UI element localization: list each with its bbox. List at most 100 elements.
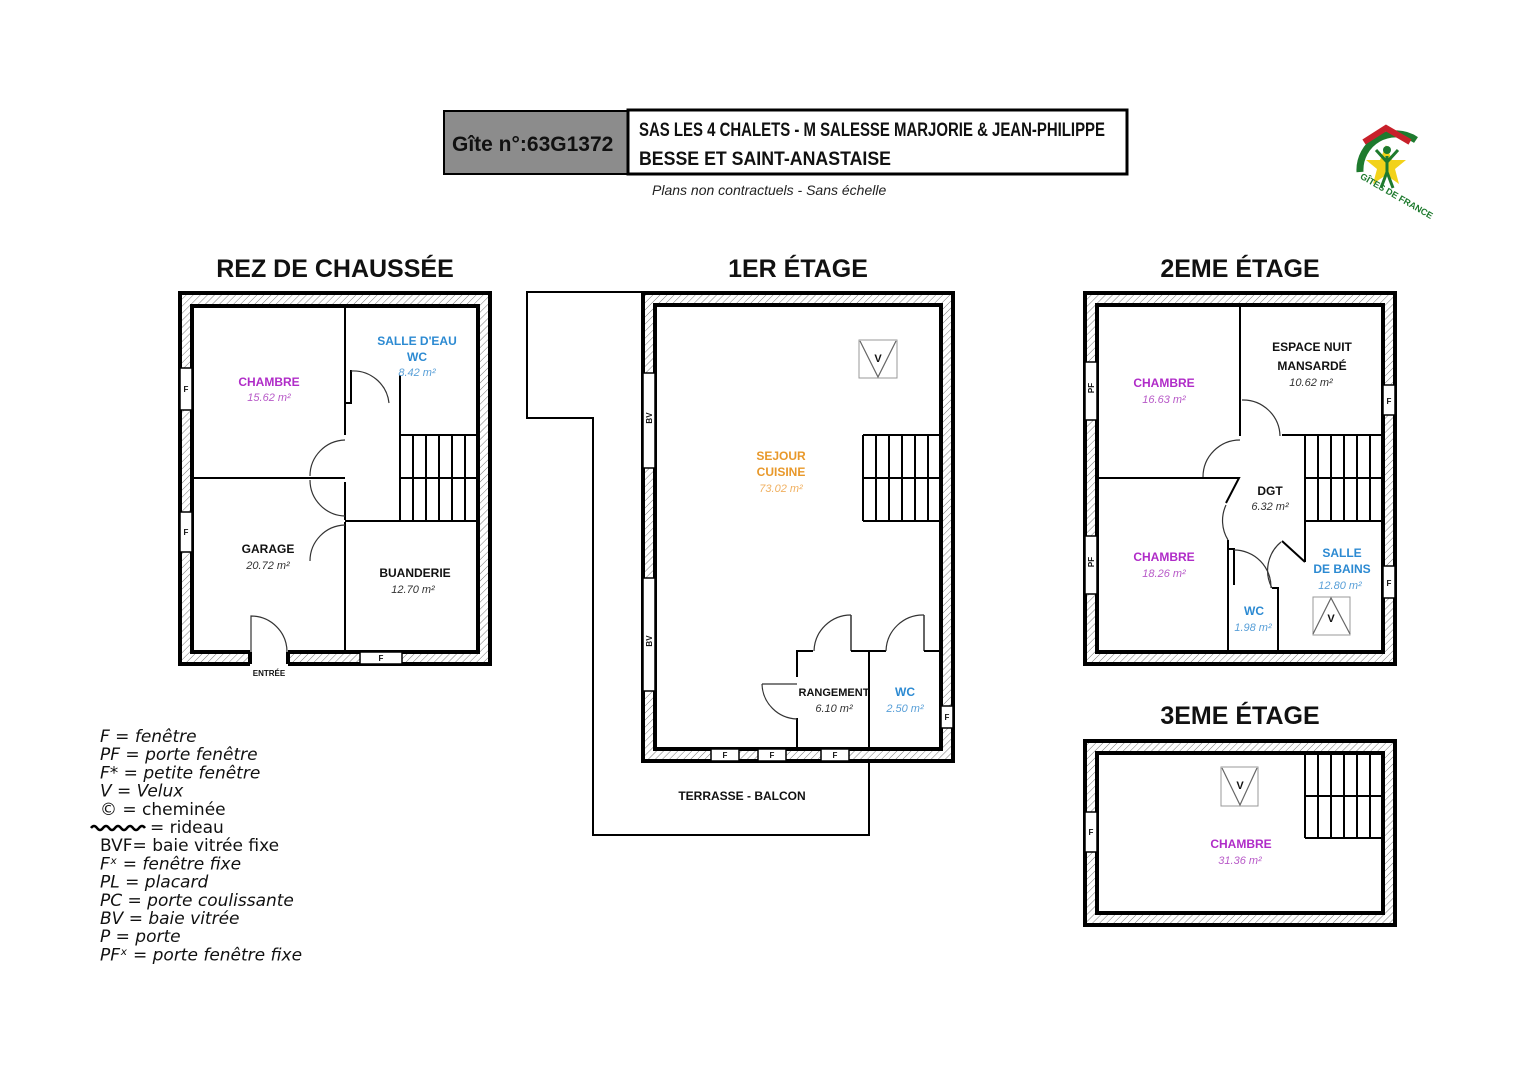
title-box bbox=[626, 108, 1129, 176]
room-name: WC bbox=[407, 350, 427, 364]
disclaimer: Plans non contractuels - Sans échelle bbox=[652, 182, 886, 198]
plan-2eme-etage: PF PF F F V CHAMBRE 16.63 m² ESPACE NUIT… bbox=[1083, 291, 1397, 666]
legend-item: BVF= baie vitrée fixe bbox=[100, 836, 279, 856]
terrace-label: TERRASSE - BALCON bbox=[678, 789, 805, 803]
svg-text:PF: PF bbox=[1087, 383, 1096, 393]
legend-item: P = porte bbox=[100, 927, 181, 947]
logo-person-icon bbox=[1374, 148, 1400, 189]
room-area: 31.36 m² bbox=[1218, 855, 1262, 867]
gite-number-box bbox=[443, 110, 629, 175]
svg-text:F: F bbox=[833, 751, 838, 760]
window-f bbox=[940, 705, 954, 729]
window-f bbox=[179, 367, 193, 411]
room-area: 8.42 m² bbox=[398, 367, 436, 379]
logo-roof-icon bbox=[1362, 124, 1412, 145]
plan-3eme-etage: F V CHAMBRE 31.36 m² bbox=[1083, 739, 1397, 927]
plan-title-rdc: REZ DE CHAUSSÉE bbox=[216, 254, 454, 283]
room-name: WC bbox=[895, 685, 915, 699]
legend-item: Fˣ = fenêtre fixe bbox=[100, 854, 241, 874]
svg-text:V: V bbox=[1327, 613, 1335, 625]
legend-item: = rideau bbox=[150, 818, 224, 838]
plan-title-1er: 1ER ÉTAGE bbox=[728, 254, 868, 283]
svg-text:F: F bbox=[1387, 397, 1392, 406]
staircase bbox=[1304, 752, 1383, 839]
plan-title-3eme: 3EME ÉTAGE bbox=[1160, 701, 1319, 730]
room-name: CHAMBRE bbox=[1133, 376, 1194, 390]
window-f bbox=[710, 748, 740, 762]
svg-text:F: F bbox=[1089, 828, 1094, 837]
room-area: 6.10 m² bbox=[815, 703, 853, 715]
legend-item: PL = placard bbox=[100, 873, 208, 893]
owner-title: SAS LES 4 CHALETS - M SALESSE MARJORIE &… bbox=[639, 120, 1105, 141]
header: Gîte n°:63G1372 SAS LES 4 CHALETS - M SA… bbox=[443, 108, 1129, 198]
plan-rdc: F F F ENTRÉE CHAMBRE 15.62 m² SALLE D'EA… bbox=[178, 291, 492, 678]
velux-icon bbox=[1312, 596, 1351, 636]
staircase bbox=[399, 434, 478, 522]
plan-1er-etage: BV BV F F F F V SEJOUR CUISINE 73.02 m² … bbox=[526, 291, 955, 836]
gites-de-france-logo: GÎTES DE FRANCE bbox=[1356, 124, 1435, 221]
room-area: 16.63 m² bbox=[1142, 394, 1186, 406]
svg-text:PF: PF bbox=[1087, 557, 1096, 567]
svg-text:F: F bbox=[184, 528, 189, 537]
legend-item: PC = porte coulissante bbox=[100, 891, 294, 911]
room-name: ESPACE NUIT bbox=[1272, 340, 1352, 354]
svg-text:F: F bbox=[1387, 579, 1392, 588]
legend-item: PFˣ = porte fenêtre fixe bbox=[100, 945, 302, 965]
gite-number: Gîte n°:63G1372 bbox=[452, 133, 613, 156]
room-area: 10.62 m² bbox=[1289, 377, 1333, 389]
velux-icon bbox=[1220, 766, 1259, 807]
legend-item: F* = petite fenêtre bbox=[100, 763, 260, 783]
window-f bbox=[820, 748, 850, 762]
room-name: CUISINE bbox=[757, 465, 806, 479]
entrance-label: ENTRÉE bbox=[253, 669, 286, 678]
location-title: BESSE ET SAINT-ANASTAISE bbox=[639, 149, 891, 170]
svg-text:F: F bbox=[723, 751, 728, 760]
room-name: CHAMBRE bbox=[238, 375, 299, 389]
room-name: SALLE bbox=[1322, 546, 1361, 560]
room-name: CHAMBRE bbox=[1210, 837, 1271, 851]
room-name: BUANDERIE bbox=[379, 566, 450, 580]
window-pf bbox=[1084, 361, 1098, 421]
svg-text:F: F bbox=[770, 751, 775, 760]
window-f bbox=[1382, 565, 1396, 599]
svg-text:F: F bbox=[945, 713, 950, 722]
room-area: 1.98 m² bbox=[1234, 622, 1272, 634]
window-bv bbox=[642, 577, 656, 692]
svg-text:V: V bbox=[1236, 780, 1244, 792]
terrace-outline bbox=[526, 291, 870, 836]
curtain-symbol-icon bbox=[90, 824, 146, 832]
room-area: 15.62 m² bbox=[247, 392, 291, 404]
window-f bbox=[1084, 811, 1098, 853]
svg-text:BV: BV bbox=[645, 635, 654, 647]
legend-item: V = Velux bbox=[100, 782, 184, 802]
legend-item: PF = porte fenêtre bbox=[100, 745, 258, 765]
entrance-door bbox=[250, 615, 288, 653]
room-area: 12.80 m² bbox=[1318, 580, 1362, 592]
room-area: 73.02 m² bbox=[759, 483, 803, 495]
window-f bbox=[359, 651, 403, 665]
svg-text:F: F bbox=[379, 654, 384, 663]
window-f bbox=[179, 511, 193, 553]
svg-text:F: F bbox=[184, 385, 189, 394]
room-name: RANGEMENT bbox=[799, 687, 870, 699]
room-name: WC bbox=[1244, 604, 1264, 618]
logo-arc-green bbox=[1356, 130, 1418, 173]
room-name: DE BAINS bbox=[1313, 562, 1370, 576]
room-name: SALLE D'EAU bbox=[377, 334, 457, 348]
legend-item: © = cheminée bbox=[100, 800, 226, 820]
room-name: GARAGE bbox=[242, 542, 295, 556]
room-area: 6.32 m² bbox=[1251, 501, 1289, 513]
room-area: 12.70 m² bbox=[391, 584, 435, 596]
room-area: 20.72 m² bbox=[245, 560, 290, 572]
legend-item: BV = baie vitrée bbox=[100, 909, 240, 929]
plan-title-2eme: 2EME ÉTAGE bbox=[1160, 254, 1319, 283]
legend-item: F = fenêtre bbox=[100, 727, 197, 747]
staircase bbox=[862, 434, 941, 522]
room-name: MANSARDÉ bbox=[1277, 358, 1346, 373]
svg-text:V: V bbox=[874, 353, 882, 365]
window-f bbox=[757, 748, 787, 762]
svg-text:BV: BV bbox=[645, 412, 654, 424]
entrance-opening bbox=[250, 650, 288, 666]
